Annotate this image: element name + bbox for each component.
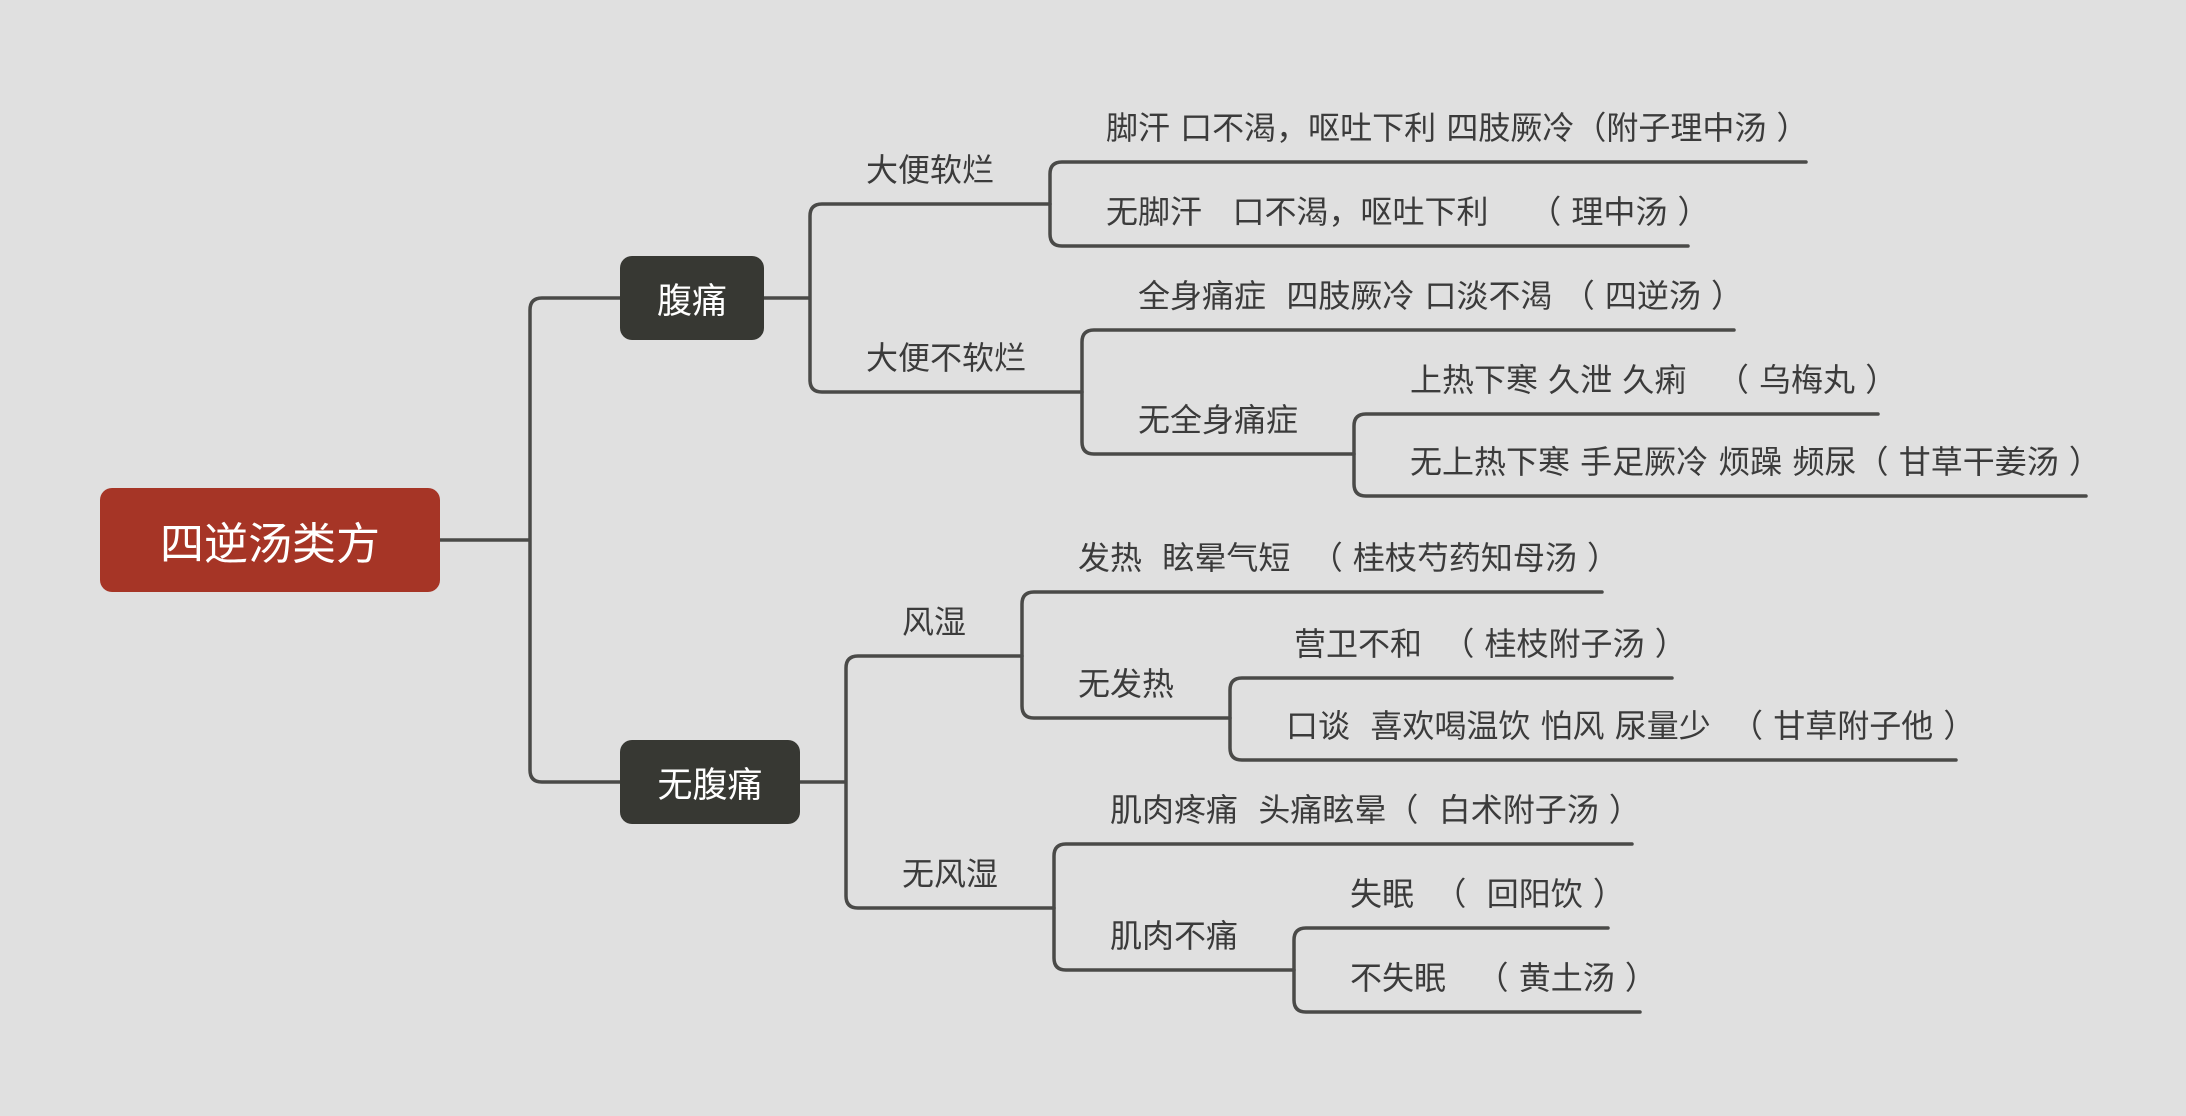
connector-no-body-pain bbox=[1352, 412, 2088, 498]
subtopic-not-soft-stool[interactable]: 大便不软烂 bbox=[866, 339, 1027, 377]
subtopic-wind-damp[interactable]: 风湿 bbox=[902, 603, 967, 641]
connector-no-wind-damp bbox=[1052, 842, 1634, 972]
leaf-body-pain[interactable]: 全身痛症 四肢厥冷 口淡不渴 （ 四逆汤 ） bbox=[1138, 277, 1744, 315]
leaf-ying-wei[interactable]: 营卫不和 （ 桂枝附子汤 ） bbox=[1294, 625, 1687, 663]
root-topic[interactable]: 四逆汤类方 bbox=[100, 488, 440, 592]
connector-wind-damp bbox=[1020, 590, 1604, 720]
leaf-no-sweat[interactable]: 无脚汗 口不渴，呕吐下利 （ 理中汤 ） bbox=[1106, 193, 1710, 231]
leaf-sweat[interactable]: 脚汗 口不渴，呕吐下利 四肢厥冷（附子理中汤 ） bbox=[1106, 109, 1809, 147]
leaf-no-insomnia[interactable]: 不失眠 （ 黄土汤 ） bbox=[1350, 959, 1657, 997]
subtopic-no-muscle-pain[interactable]: 肌肉不痛 bbox=[1110, 917, 1239, 955]
leaf-muscle-pain[interactable]: 肌肉疼痛 头痛眩晕（ 白术附子汤 ） bbox=[1110, 791, 1641, 829]
connector-soft-stool bbox=[1048, 160, 1808, 248]
subtopic-no-fever[interactable]: 无发热 bbox=[1078, 665, 1175, 703]
connector-abdominal-pain bbox=[762, 202, 1084, 394]
connector-not-soft-stool bbox=[1080, 328, 1736, 456]
leaf-heat-above-cold-below[interactable]: 上热下寒 久泄 久痢 （ 乌梅丸 ） bbox=[1410, 361, 1898, 399]
subtopic-no-body-pain[interactable]: 无全身痛症 bbox=[1138, 401, 1299, 439]
leaf-bland-mouth[interactable]: 口谈 喜欢喝温饮 怕风 尿量少 （ 甘草附子他 ） bbox=[1286, 707, 1976, 745]
main-topic-abdominal-pain[interactable]: 腹痛 bbox=[620, 256, 764, 340]
leaf-no-heat-above[interactable]: 无上热下寒 手足厥冷 烦躁 频尿（ 甘草干姜汤 ） bbox=[1410, 443, 2101, 481]
main-topic-no-abdominal-pain[interactable]: 无腹痛 bbox=[620, 740, 800, 824]
leaf-fever[interactable]: 发热 眩晕气短 （ 桂枝芍药知母汤 ） bbox=[1078, 539, 1620, 577]
leaf-insomnia[interactable]: 失眠 （ 回阳饮 ） bbox=[1350, 875, 1625, 913]
connector-root bbox=[438, 296, 622, 784]
subtopic-no-wind-damp[interactable]: 无风湿 bbox=[902, 855, 999, 893]
subtopic-soft-stool[interactable]: 大便软烂 bbox=[866, 151, 995, 189]
connector-no-abdominal-pain bbox=[798, 654, 1056, 910]
connector-no-muscle-pain bbox=[1292, 926, 1642, 1014]
connector-no-fever bbox=[1228, 676, 1958, 762]
